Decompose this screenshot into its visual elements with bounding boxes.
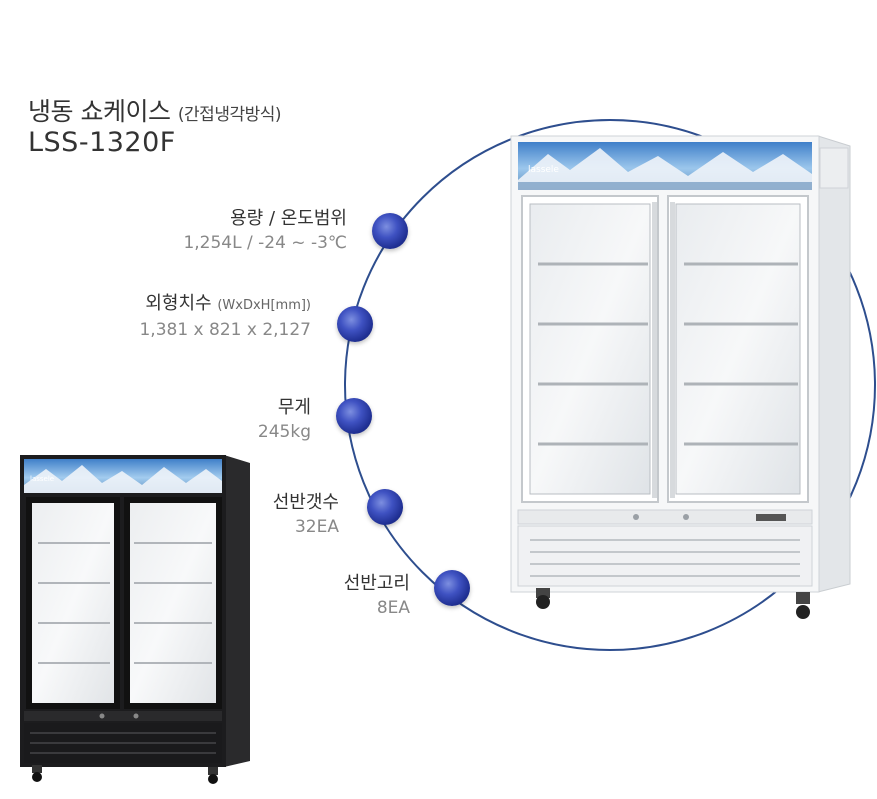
- model-number: LSS-1320F: [28, 127, 176, 158]
- svg-text:lassele: lassele: [528, 165, 559, 175]
- spec-shelf-count-label: 선반갯수: [272, 492, 339, 513]
- spec-dimensions-dot: [337, 306, 373, 342]
- spec-weight: 무게 245kg: [258, 396, 311, 444]
- spec-capacity-dot: [372, 213, 408, 249]
- spec-shelf-hook-label: 선반고리: [343, 573, 410, 594]
- spec-dimensions-unit: (WxDxH[mm]): [217, 298, 311, 313]
- spec-shelf-hook: 선반고리 8EA: [344, 572, 410, 620]
- svg-text:lassele: lassele: [30, 475, 54, 483]
- spec-shelf-count: 선반갯수 32EA: [273, 491, 339, 539]
- spec-dimensions-label: 외형치수 (WxDxH[mm]): [139, 292, 311, 318]
- white-showcase-image: lassele: [510, 135, 851, 619]
- black-showcase-image: lassele: [20, 455, 250, 784]
- product-title-note: (간접냉각방식): [177, 105, 282, 125]
- spec-dimensions-value: 1,381 x 821 x 2,127: [139, 320, 311, 340]
- spec-shelf-hook-value: 8EA: [376, 598, 410, 618]
- spec-weight-label: 무게: [277, 397, 311, 418]
- spec-capacity-label: 용량 / 온도범위: [230, 208, 347, 229]
- spec-capacity: 용량 / 온도범위 1,254L / -24 ~ -3℃: [183, 207, 347, 255]
- spec-shelf-count-value: 32EA: [294, 517, 339, 537]
- spec-weight-dot: [336, 398, 372, 434]
- product-title: 냉동 쇼케이스 (간접냉각방식): [28, 92, 282, 128]
- spec-shelf-hook-dot: [434, 570, 470, 606]
- spec-dimensions-label-text: 외형치수: [145, 293, 212, 314]
- product-title-text: 냉동 쇼케이스: [28, 97, 171, 126]
- spec-weight-value: 245kg: [257, 422, 311, 442]
- spec-shelf-count-dot: [367, 489, 403, 525]
- spec-capacity-value: 1,254L / -24 ~ -3℃: [183, 233, 347, 253]
- spec-dimensions: 외형치수 (WxDxH[mm]) 1,381 x 821 x 2,127: [139, 292, 311, 342]
